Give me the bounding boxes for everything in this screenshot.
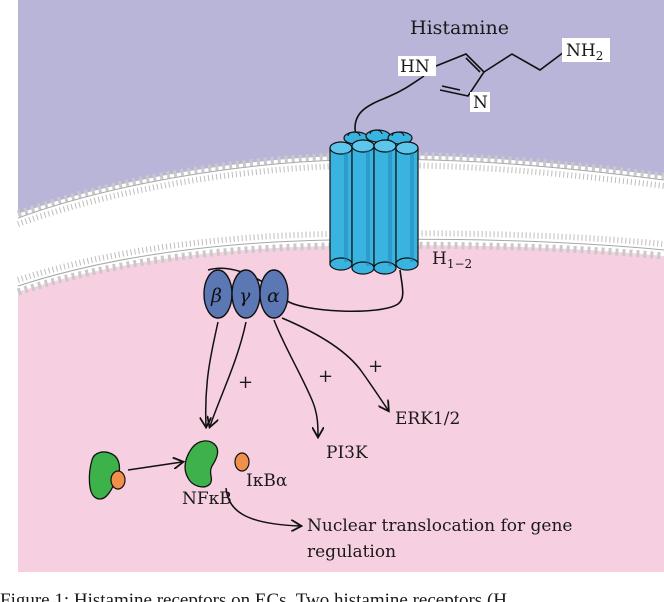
alpha-to-pi3k-arrow [273,319,318,436]
svg-text:β: β [210,285,222,307]
erk-label: ERK1/2 [395,409,460,429]
g-protein-gamma: γ [231,269,261,319]
g-protein: β γ α [203,269,289,319]
intracellular-space [18,245,664,573]
complex-dissociation-arrow [127,462,182,471]
g-protein-alpha: α [259,269,289,319]
svg-text:γ: γ [239,285,251,307]
signaling-arrows [127,317,388,526]
nfkb-translocation-arrow [225,487,300,526]
gamma-plus-sign: + [238,372,253,393]
receptor-back-helices [343,129,413,145]
receptor-front-helices [329,139,419,275]
ikb-alpha-free [234,452,250,472]
svg-text:α: α [267,285,280,307]
erk-plus-sign: + [368,356,383,377]
alpha-to-erk-arrow [281,317,388,410]
pi3k-plus-sign: + [318,366,333,387]
receptor-ligand-tether [354,75,425,137]
g-protein-beta: β [203,269,233,319]
h1-h2-receptor: H1−2 [329,129,472,275]
beta-to-nfkb-arrow [206,321,219,426]
pi3k-label: PI3K [326,443,368,463]
nfkb-free [184,440,219,488]
nfkb-label: NFκB [182,489,232,509]
receptor-label: H1−2 [432,249,472,271]
histamine-label: Histamine [410,17,509,39]
extracellular-space [18,0,664,214]
figure-caption: Figure 1: Histamine receptors on ECs. Tw… [0,590,507,602]
nuclear-translocation-line2: regulation [307,542,396,562]
histamine-molecule: Histamine HN N NH2 [398,17,610,113]
nuclear-translocation-line1: Nuclear translocation for gene [307,516,572,536]
histamine-n-label: N [473,93,488,113]
histamine-hn-label: HN [400,57,430,77]
nfkb-ikb-complex [88,451,126,500]
ikb-alpha-label: IκBα [246,471,288,491]
gamma-to-nfkb-arrow [210,321,247,426]
histamine-nh2-label: NH2 [566,41,603,63]
membrane-outer-leaflet [16,151,664,227]
